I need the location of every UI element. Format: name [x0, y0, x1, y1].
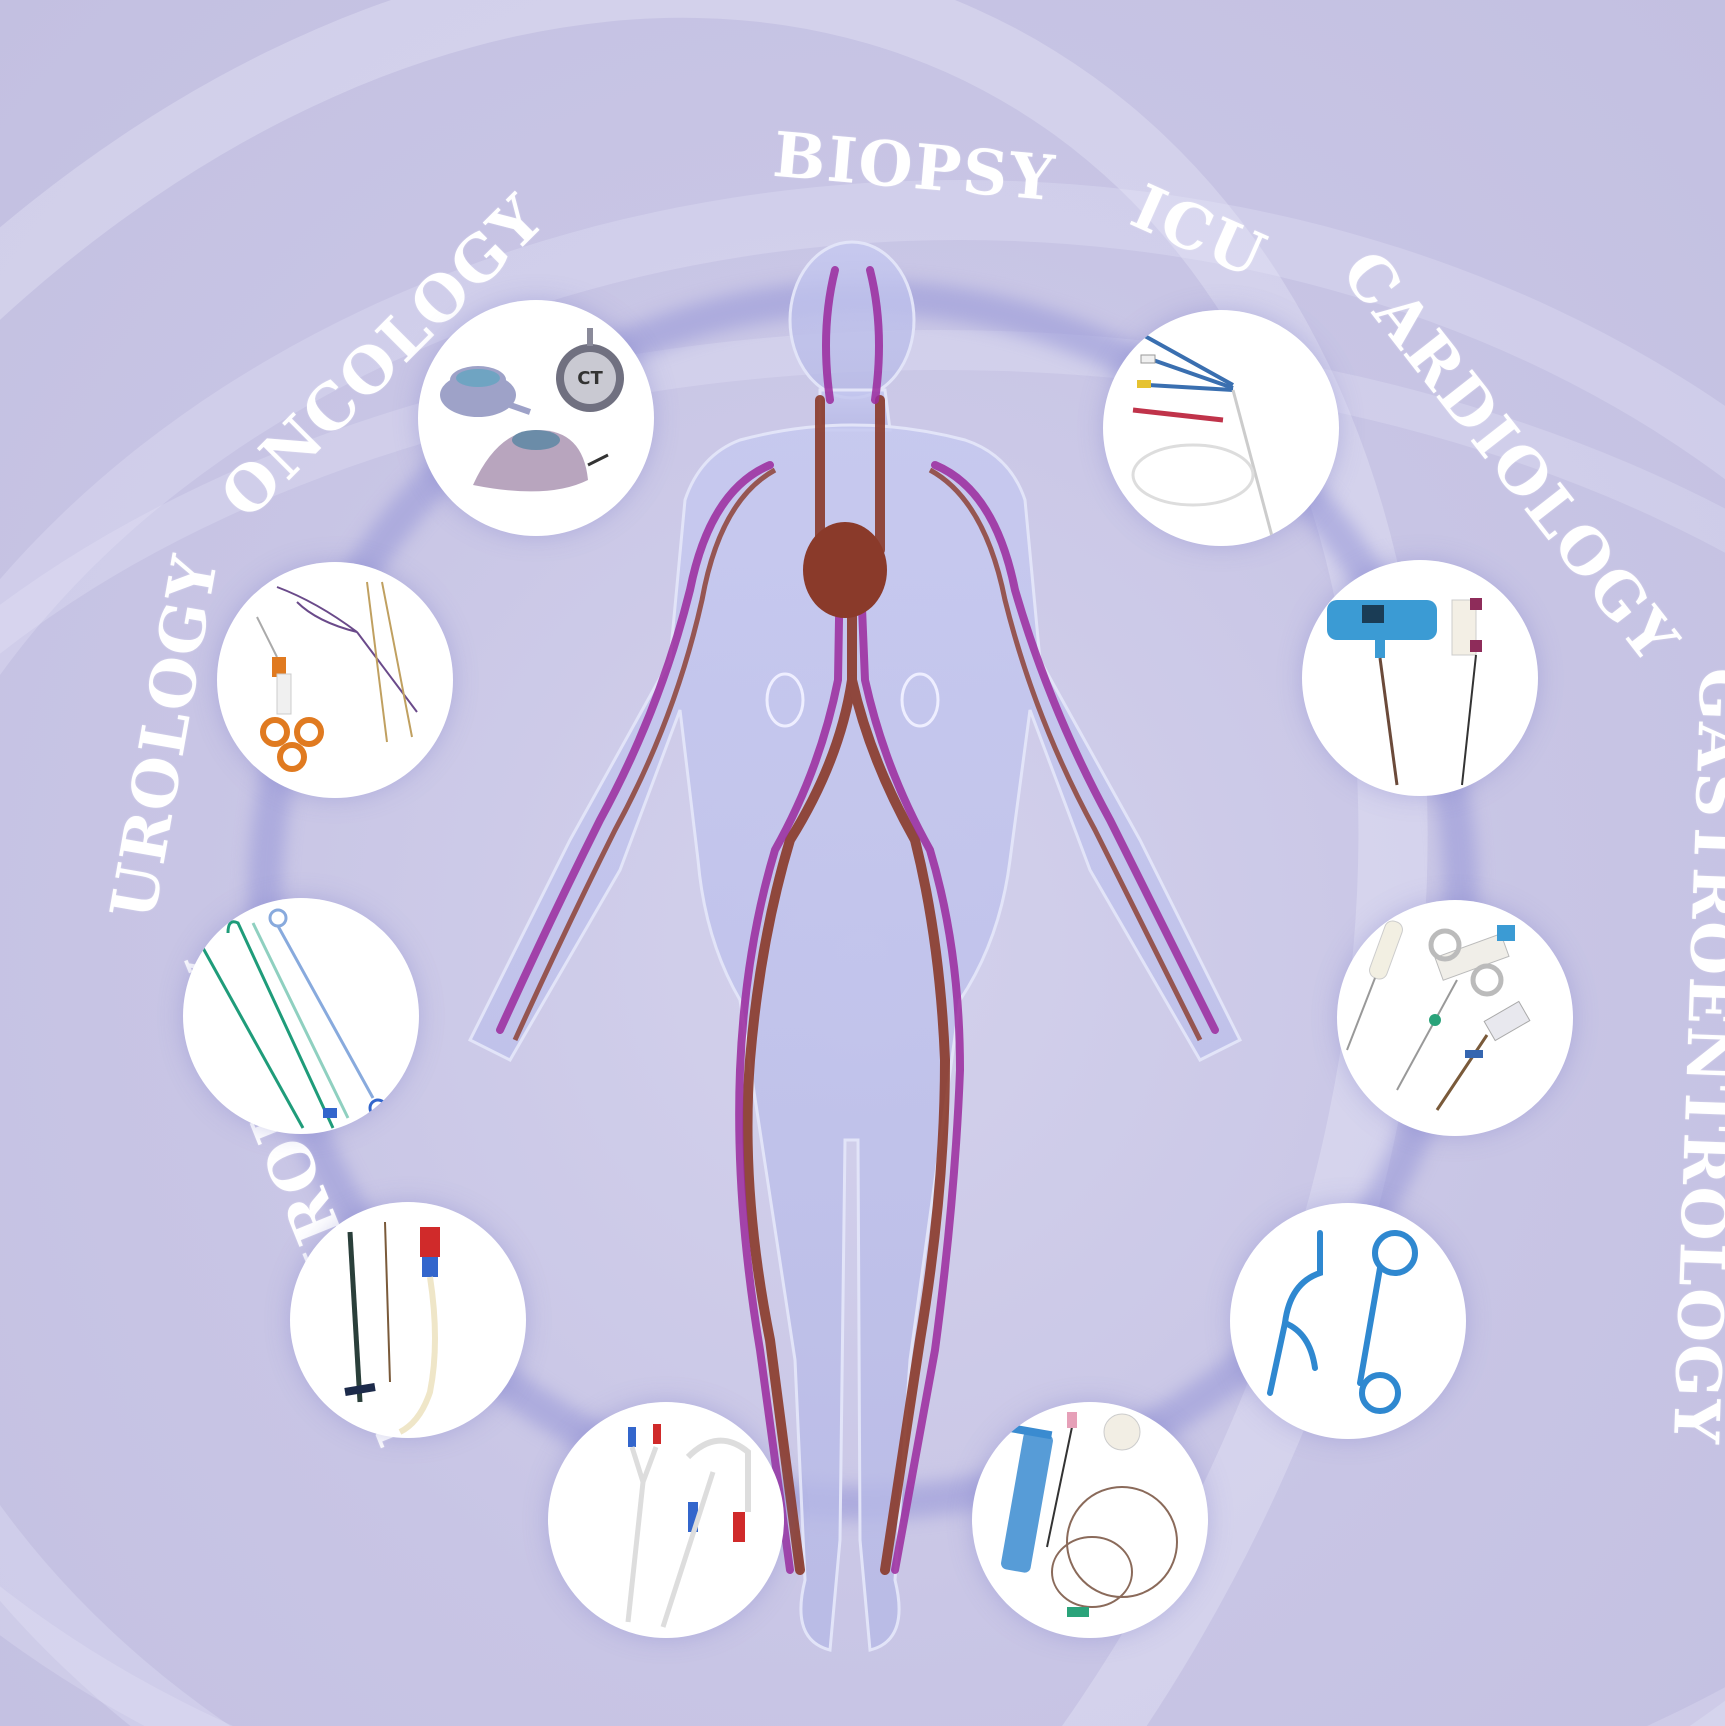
product-circle-hemodialysis-catheters[interactable]	[548, 1402, 784, 1638]
product-circle-implantable-ports[interactable]: CT	[418, 300, 654, 536]
label-gastroentrology: GASTROENTROLOGY	[1658, 666, 1725, 1447]
heart-icon	[803, 522, 887, 618]
product-circle-biliary-drainage-stents[interactable]	[1230, 1203, 1466, 1439]
svg-text:CT: CT	[577, 368, 603, 389]
product-circle-sheath-introducer[interactable]	[290, 1202, 526, 1438]
product-circle-stone-retrieval-basket[interactable]	[217, 562, 453, 798]
human-body-figure	[467, 240, 1243, 1652]
label-biopsy: BIOPSY	[770, 117, 1059, 216]
label-urology: UROLOGY	[96, 548, 233, 925]
product-circle-biopsy-gun-needles[interactable]	[1337, 900, 1573, 1136]
product-circle-central-venous-catheter[interactable]	[1103, 310, 1339, 546]
product-circle-epidural-anaesthesia-kit[interactable]	[972, 1402, 1208, 1638]
product-circle-bone-marrow-biopsy-needle[interactable]	[1302, 560, 1538, 796]
product-circle-pigtail-drainage-catheters[interactable]	[183, 898, 419, 1134]
